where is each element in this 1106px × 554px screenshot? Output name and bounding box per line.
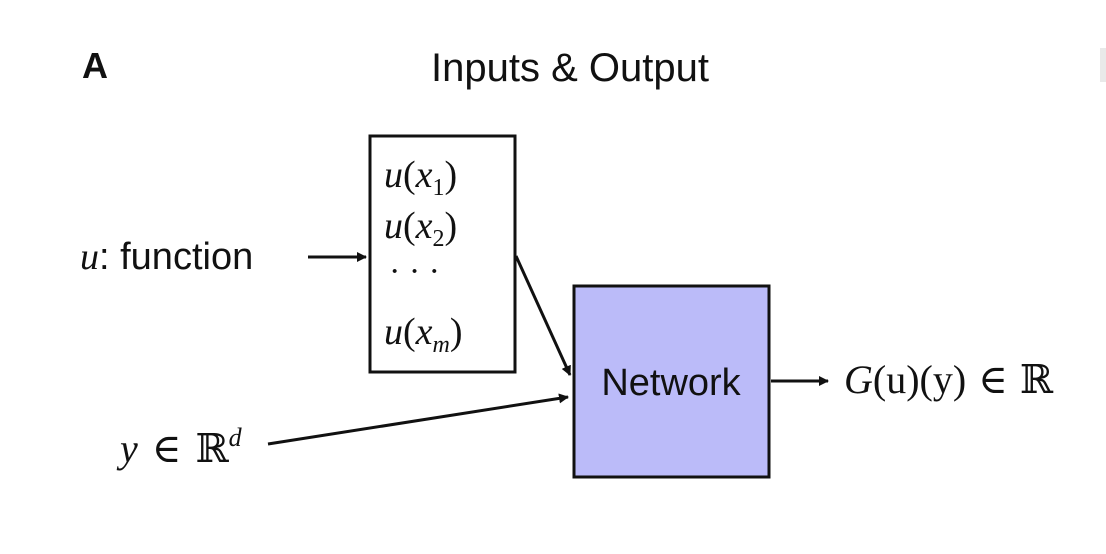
input-function-text: : function — [99, 236, 253, 278]
arrow-sensors-to-network — [514, 255, 572, 376]
diagram-title: Inputs & Output — [431, 46, 709, 90]
sensor-ellipsis: · · · — [389, 253, 440, 290]
network-box — [572, 284, 771, 479]
input-function-label: u: function — [80, 236, 253, 278]
clipped-panel-edge — [1100, 48, 1106, 82]
sensor-item-m: u(xm) — [384, 311, 463, 358]
output-rel: ∈ — [978, 357, 1008, 402]
input-function-var: u — [80, 236, 99, 278]
input-y-space: ℝ — [195, 426, 229, 471]
output-g: G — [844, 357, 873, 402]
input-y-sup: d — [229, 423, 243, 452]
output-args: (u)(y) — [873, 357, 966, 402]
panel-label: A — [82, 45, 108, 86]
output-label: G(u)(y) ∈ ℝ — [844, 357, 1054, 402]
sensor-item-1: u(x1) — [384, 154, 457, 201]
network-label: Network — [601, 362, 741, 404]
sensor-item-2: u(x2) — [384, 205, 457, 252]
input-y-var: y — [116, 426, 138, 471]
input-y-rel: ∈ — [152, 426, 182, 471]
arrow-y-to-network — [267, 393, 569, 446]
sensor-box — [368, 134, 517, 374]
output-space: ℝ — [1020, 357, 1054, 402]
input-y-label: y ∈ ℝd — [116, 423, 243, 471]
